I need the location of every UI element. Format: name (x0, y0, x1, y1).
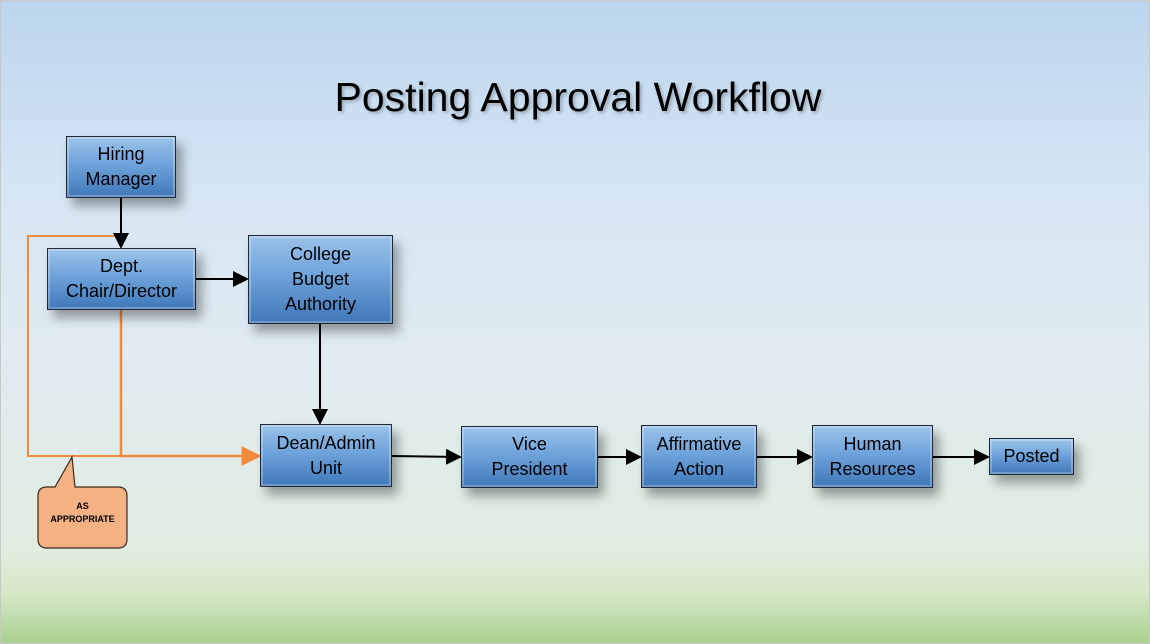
callout-line-2: APPROPRIATE (50, 514, 115, 524)
orange-bypass-path (27, 235, 120, 457)
callout-label: AS APPROPRIATE (38, 500, 127, 526)
orange-dept-to-dean-arrow (119, 309, 262, 466)
arrow-dean-to-vp (390, 448, 462, 465)
node-human-resources: Human Resources (812, 425, 933, 488)
as-appropriate-callout (37, 455, 128, 549)
node-posted: Posted (989, 438, 1074, 475)
node-dean-admin: Dean/Admin Unit (260, 424, 392, 487)
callout-line-1: AS (76, 501, 89, 511)
node-vice-president: Vice President (461, 426, 598, 488)
node-hiring-manager: Hiring Manager (66, 136, 176, 198)
node-dept-chair: Dept. Chair/Director (47, 248, 196, 310)
node-college-budget: College Budget Authority (248, 235, 393, 324)
page-title: Posting Approval Workflow (334, 74, 822, 120)
node-affirmative-action: Affirmative Action (641, 425, 757, 488)
